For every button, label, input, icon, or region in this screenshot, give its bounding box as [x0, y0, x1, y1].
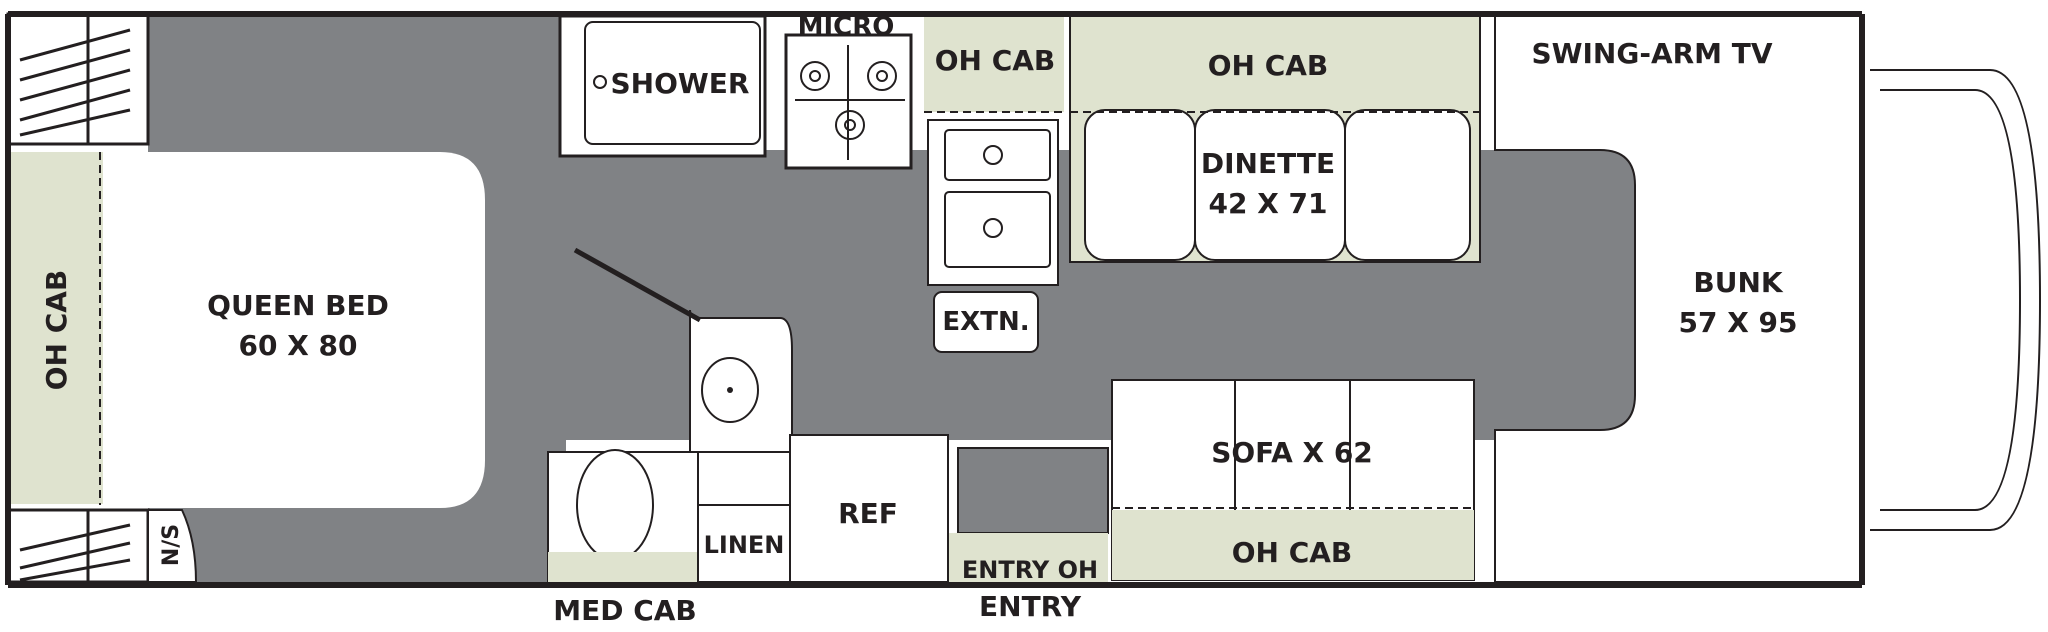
label-dinette-size: 42 X 71 [1208, 187, 1327, 220]
oh-cab-sofa [1112, 510, 1474, 580]
label-bunk-size: 57 X 95 [1678, 306, 1797, 339]
vanity [689, 309, 793, 453]
label-ns: N/S [159, 524, 184, 566]
label-dinette: DINETTE [1201, 147, 1335, 180]
label-sofa: SOFA X 62 [1211, 436, 1373, 469]
label-queen-bed-size: 60 X 80 [238, 329, 357, 362]
label-med-cab: MED CAB [553, 594, 697, 627]
room-labels: MICRO SHOWER OH CAB OH CAB SWING-ARM TV … [40, 12, 1798, 627]
queen-bed [8, 152, 485, 508]
cab-nose [1870, 69, 2042, 531]
nightstand [147, 509, 198, 583]
label-ref: REF [838, 497, 898, 530]
label-shower: SHOWER [611, 67, 750, 100]
refrigerator [789, 434, 949, 583]
entry-oh [948, 533, 1108, 585]
label-linen: LINEN [704, 531, 785, 559]
label-oh-cab-sofa: OH CAB [1232, 536, 1353, 569]
label-bunk: BUNK [1693, 266, 1784, 299]
label-swing-arm-tv: SWING-ARM TV [1531, 37, 1772, 70]
rear-closet-top [6, 12, 150, 146]
bunk [1494, 13, 1861, 583]
oh-cab-kitchen [924, 14, 1064, 112]
label-queen-bed: QUEEN BED [207, 289, 389, 322]
label-oh-cab-kitchen: OH CAB [935, 44, 1056, 77]
entry-step [957, 447, 1109, 534]
label-entry: ENTRY [979, 590, 1082, 623]
rear-closet-bottom [6, 508, 150, 584]
exterior-walls [5, 11, 1865, 588]
extinguisher-box [933, 291, 1039, 353]
label-entry-oh: ENTRY OH [962, 556, 1098, 584]
label-micro: MICRO [798, 12, 895, 42]
label-extn: EXTN. [942, 307, 1029, 337]
label-oh-cab-dinette: OH CAB [1208, 49, 1329, 82]
label-oh-cab-rear: OH CAB [40, 270, 73, 391]
